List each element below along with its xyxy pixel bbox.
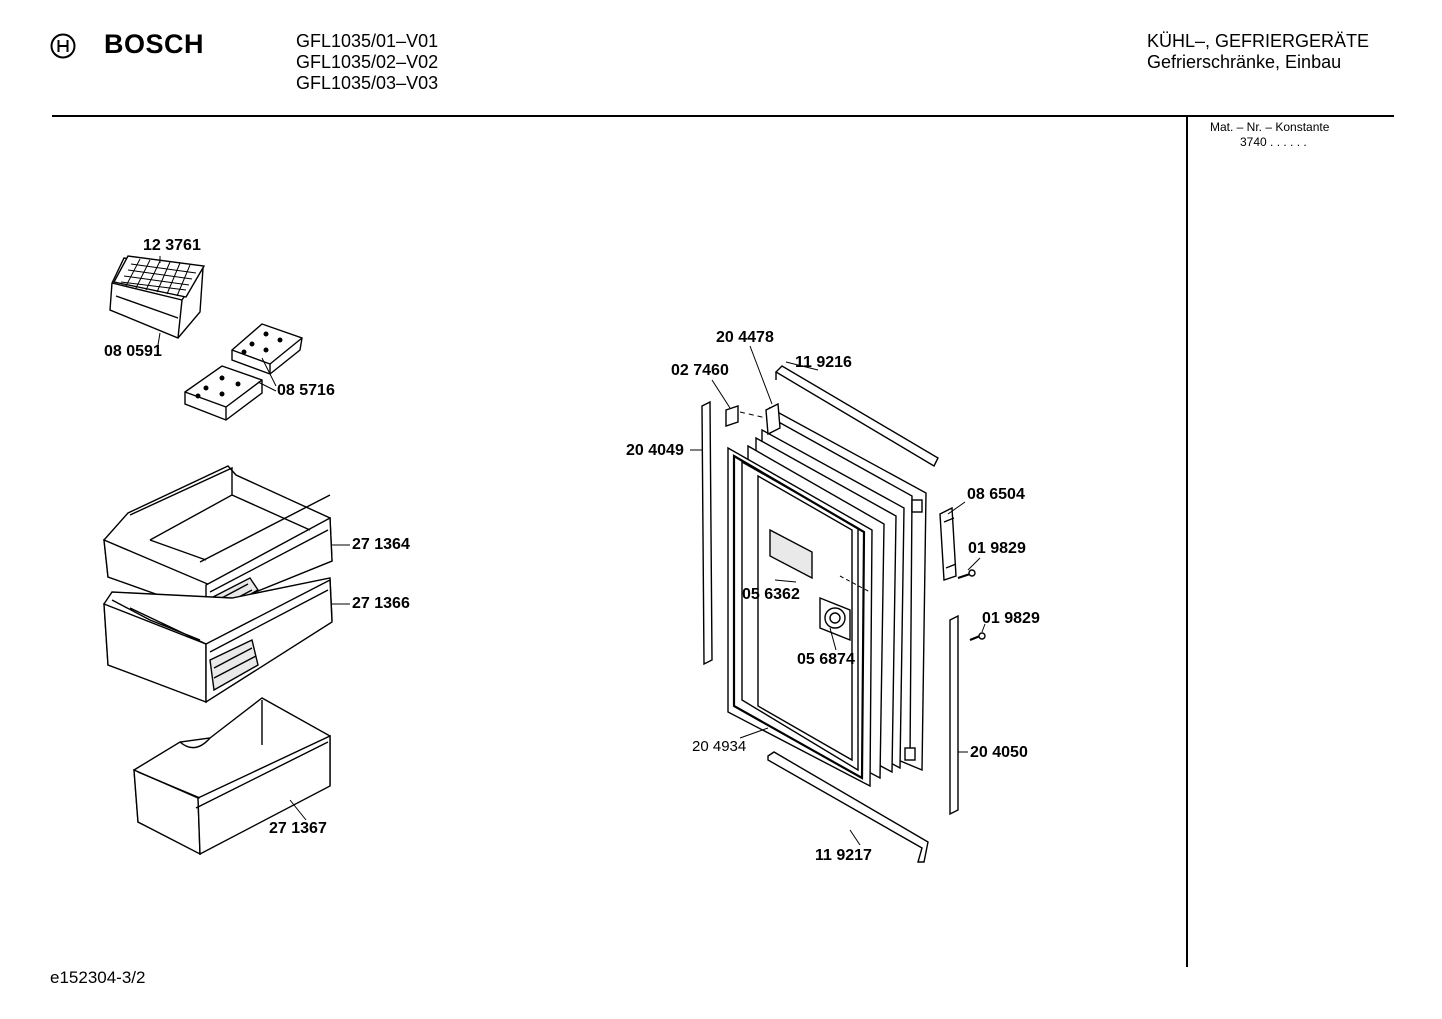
drawer-top — [103, 465, 333, 614]
label-round-part: 05 6874 — [797, 651, 855, 668]
label-door-gasket: 20 4934 — [692, 738, 747, 755]
hinge — [939, 506, 957, 581]
label-screw-upper: 01 9829 — [968, 540, 1026, 557]
drawing-code: e152304-3/2 — [50, 968, 146, 987]
label-strip-left: 20 4049 — [626, 442, 684, 459]
door-gasket — [727, 446, 873, 788]
model-2: GFL1035/02–V02 — [296, 52, 439, 72]
strip-right — [949, 614, 959, 816]
strip-left — [701, 400, 713, 666]
drawer-mid — [103, 577, 333, 704]
cold-pack-2 — [184, 365, 263, 421]
screw-lower — [969, 632, 986, 642]
label-label-plate: 05 6362 — [742, 586, 800, 603]
model-3: GFL1035/03–V03 — [296, 73, 439, 93]
label-ice-tray: 12 3761 — [143, 237, 201, 254]
stopper — [725, 405, 739, 427]
label-hinge: 08 6504 — [967, 486, 1025, 503]
round-part — [819, 596, 851, 642]
mat-nr-label: Mat. – Nr. – Konstante — [1210, 120, 1330, 134]
brand-name: BOSCH — [104, 29, 205, 59]
trim-top — [774, 365, 939, 467]
ice-tray — [112, 255, 206, 298]
label-drawer-top: 27 1364 — [352, 536, 410, 553]
label-screw-lower: 01 9829 — [982, 610, 1040, 627]
header-divider — [52, 115, 1394, 117]
label-strip-right: 20 4050 — [970, 744, 1028, 761]
label-trim-top: 11 9216 — [795, 354, 852, 371]
model-1: GFL1035/01–V01 — [296, 31, 439, 51]
label-stopper: 02 7460 — [671, 362, 729, 379]
label-drawer-mid: 27 1366 — [352, 595, 410, 612]
cold-pack-1 — [231, 323, 303, 375]
trim-bottom — [767, 751, 929, 863]
drawer-bottom — [133, 697, 331, 856]
label-trim-bottom: 11 9217 — [815, 847, 872, 864]
label-ice-box: 08 0591 — [104, 343, 162, 360]
label-cold-packs: 08 5716 — [277, 382, 335, 399]
side-panel-divider — [1186, 117, 1188, 967]
mat-nr-value: 3740 . . . . . . — [1240, 135, 1307, 149]
category-title: KÜHL–, GEFRIERGERÄTE — [1147, 31, 1370, 51]
label-drawer-bottom: 27 1367 — [269, 820, 327, 837]
label-hinge-cover: 20 4478 — [716, 329, 774, 346]
subcategory-title: Gefrierschränke, Einbau — [1147, 52, 1342, 72]
label-plate — [769, 528, 813, 580]
bosch-logo-icon — [50, 33, 76, 59]
hinge-cover — [765, 402, 781, 436]
screw-upper — [957, 569, 976, 580]
